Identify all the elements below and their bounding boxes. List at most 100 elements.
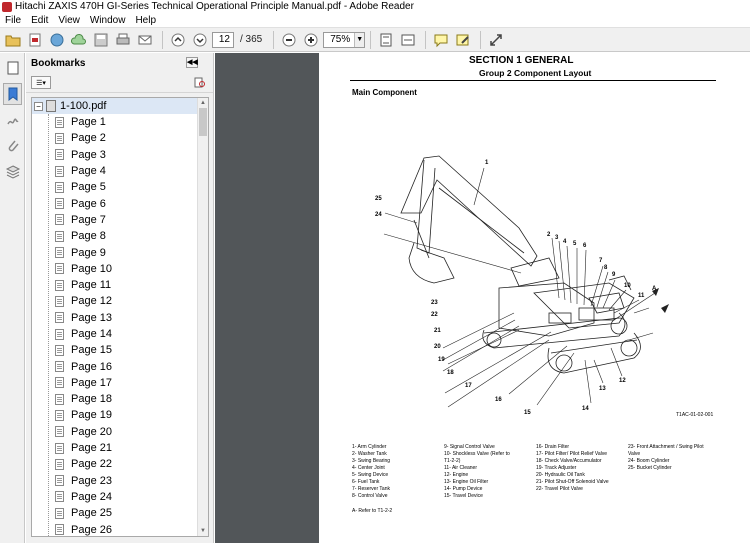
legend-entry: 12- Engine: [444, 472, 469, 478]
document-area[interactable]: SECTION 1 GENERAL Group 2 Component Layo…: [215, 53, 750, 543]
bookmark-label: Page 18: [71, 393, 112, 406]
bookmark-item[interactable]: Page 21: [32, 440, 208, 456]
bookmark-item[interactable]: Page 25: [32, 505, 208, 521]
main-component-heading: Main Component: [352, 88, 417, 97]
create-pdf-button[interactable]: [25, 30, 44, 49]
bookmark-item[interactable]: Page 22: [32, 456, 208, 472]
bookmark-item[interactable]: Page 11: [32, 277, 208, 293]
bookmark-item[interactable]: Page 1: [32, 114, 208, 130]
menu-window[interactable]: Window: [89, 14, 126, 26]
fit-page-button[interactable]: [376, 30, 395, 49]
page-icon: [55, 344, 64, 356]
menu-bar: File Edit View Window Help: [0, 13, 750, 27]
bookmark-label: Page 5: [71, 181, 106, 194]
page-icon: [55, 132, 64, 144]
upload-button[interactable]: [69, 30, 88, 49]
bookmark-item[interactable]: Page 5: [32, 179, 208, 195]
bookmark-item[interactable]: Page 15: [32, 342, 208, 358]
collapse-icon[interactable]: −: [34, 101, 43, 111]
share-icon: [50, 33, 63, 46]
bookmark-item[interactable]: Page 4: [32, 163, 208, 179]
bookmark-item[interactable]: Page 17: [32, 375, 208, 391]
bookmark-item[interactable]: Page 23: [32, 473, 208, 489]
menu-edit[interactable]: Edit: [31, 14, 49, 26]
find-bookmark-button[interactable]: [194, 77, 206, 89]
comment-button[interactable]: [431, 30, 450, 49]
collapse-panel-button[interactable]: ◀◀: [186, 57, 198, 68]
legend-entry: 20- Hydraulic Oil Tank: [536, 472, 585, 478]
save-button[interactable]: [91, 30, 110, 49]
menu-view[interactable]: View: [58, 14, 80, 26]
scroll-thumb[interactable]: [199, 108, 207, 136]
page-icon: [55, 263, 64, 275]
envelope-icon: [138, 35, 151, 44]
menu-help[interactable]: Help: [135, 14, 157, 26]
bookmark-item[interactable]: Page 6: [32, 195, 208, 211]
bookmark-item[interactable]: Page 7: [32, 212, 208, 228]
bookmark-item[interactable]: Page 24: [32, 489, 208, 505]
legend-entry: 2- Washer Tank: [352, 451, 387, 457]
signatures-button[interactable]: [3, 109, 22, 131]
title-bar: Hitachi ZAXIS 470H GI-Series Technical O…: [0, 0, 750, 13]
pages-button[interactable]: [3, 57, 22, 79]
scroll-up-icon[interactable]: ▲: [200, 100, 206, 106]
expand-button[interactable]: [486, 30, 505, 49]
page-icon: [55, 409, 64, 421]
legend-entry: 3- Swing Bearing: [352, 458, 391, 464]
zoom-in-button[interactable]: [301, 30, 320, 49]
bookmark-item[interactable]: Page 14: [32, 326, 208, 342]
legend-entry: 1- Arm Cylinder: [352, 444, 387, 450]
highlight-button[interactable]: [453, 30, 472, 49]
scroll-down-icon[interactable]: ▼: [200, 528, 206, 534]
page-icon: [55, 279, 64, 291]
bookmark-item[interactable]: Page 13: [32, 310, 208, 326]
bookmark-label: Page 6: [71, 197, 106, 210]
previous-page-button[interactable]: [168, 30, 187, 49]
bookmark-label: Page 20: [71, 425, 112, 438]
arrow-up-icon: [171, 33, 184, 46]
reference-note: A- Refer to T1-2-2: [352, 508, 393, 514]
bookmarks-scrollbar[interactable]: ▲ ▼: [197, 98, 208, 536]
bookmark-item[interactable]: Page 19: [32, 407, 208, 423]
attachments-button[interactable]: [3, 135, 22, 157]
share-button[interactable]: [47, 30, 66, 49]
bookmarks-button[interactable]: [3, 83, 22, 105]
legend-entry: 19- Track Adjuster: [536, 465, 577, 471]
zoom-select[interactable]: 75%▼: [323, 31, 366, 48]
legend-entry: 8- Control Valve: [352, 493, 388, 499]
options-dropdown[interactable]: ☰▾: [31, 76, 51, 89]
bookmark-root[interactable]: − 1-100.pdf: [32, 98, 208, 114]
bookmark-item[interactable]: Page 8: [32, 228, 208, 244]
bookmark-item[interactable]: Page 26: [32, 521, 208, 536]
legend-entry: 14- Pump Device: [444, 486, 483, 492]
print-button[interactable]: [113, 30, 132, 49]
save-icon: [94, 33, 107, 46]
bookmark-item[interactable]: Page 3: [32, 147, 208, 163]
menu-file[interactable]: File: [5, 14, 22, 26]
bookmark-label: Page 12: [71, 295, 112, 308]
open-button[interactable]: [3, 30, 22, 49]
bookmark-item[interactable]: Page 18: [32, 391, 208, 407]
bookmark-item[interactable]: Page 10: [32, 261, 208, 277]
layers-button[interactable]: [3, 161, 22, 183]
bookmark-label: Page 22: [71, 458, 112, 471]
bookmark-item[interactable]: Page 16: [32, 358, 208, 374]
next-page-button[interactable]: [190, 30, 209, 49]
group-title: Group 2 Component Layout: [479, 68, 592, 78]
page-icon: [55, 149, 64, 161]
page-icon: [55, 116, 64, 128]
tree-guide-line: [48, 114, 49, 536]
chevron-down-icon[interactable]: ▼: [354, 32, 365, 47]
fit-width-button[interactable]: [398, 30, 417, 49]
bookmark-item[interactable]: Page 20: [32, 424, 208, 440]
bookmark-item[interactable]: Page 9: [32, 244, 208, 260]
bookmark-item[interactable]: Page 2: [32, 130, 208, 146]
speech-bubble-icon: [434, 34, 448, 47]
email-button[interactable]: [135, 30, 154, 49]
zoom-out-button[interactable]: [279, 30, 298, 49]
bookmark-item[interactable]: Page 12: [32, 293, 208, 309]
bookmark-label: Page 4: [71, 165, 106, 178]
page-number-input[interactable]: 12: [212, 31, 234, 48]
